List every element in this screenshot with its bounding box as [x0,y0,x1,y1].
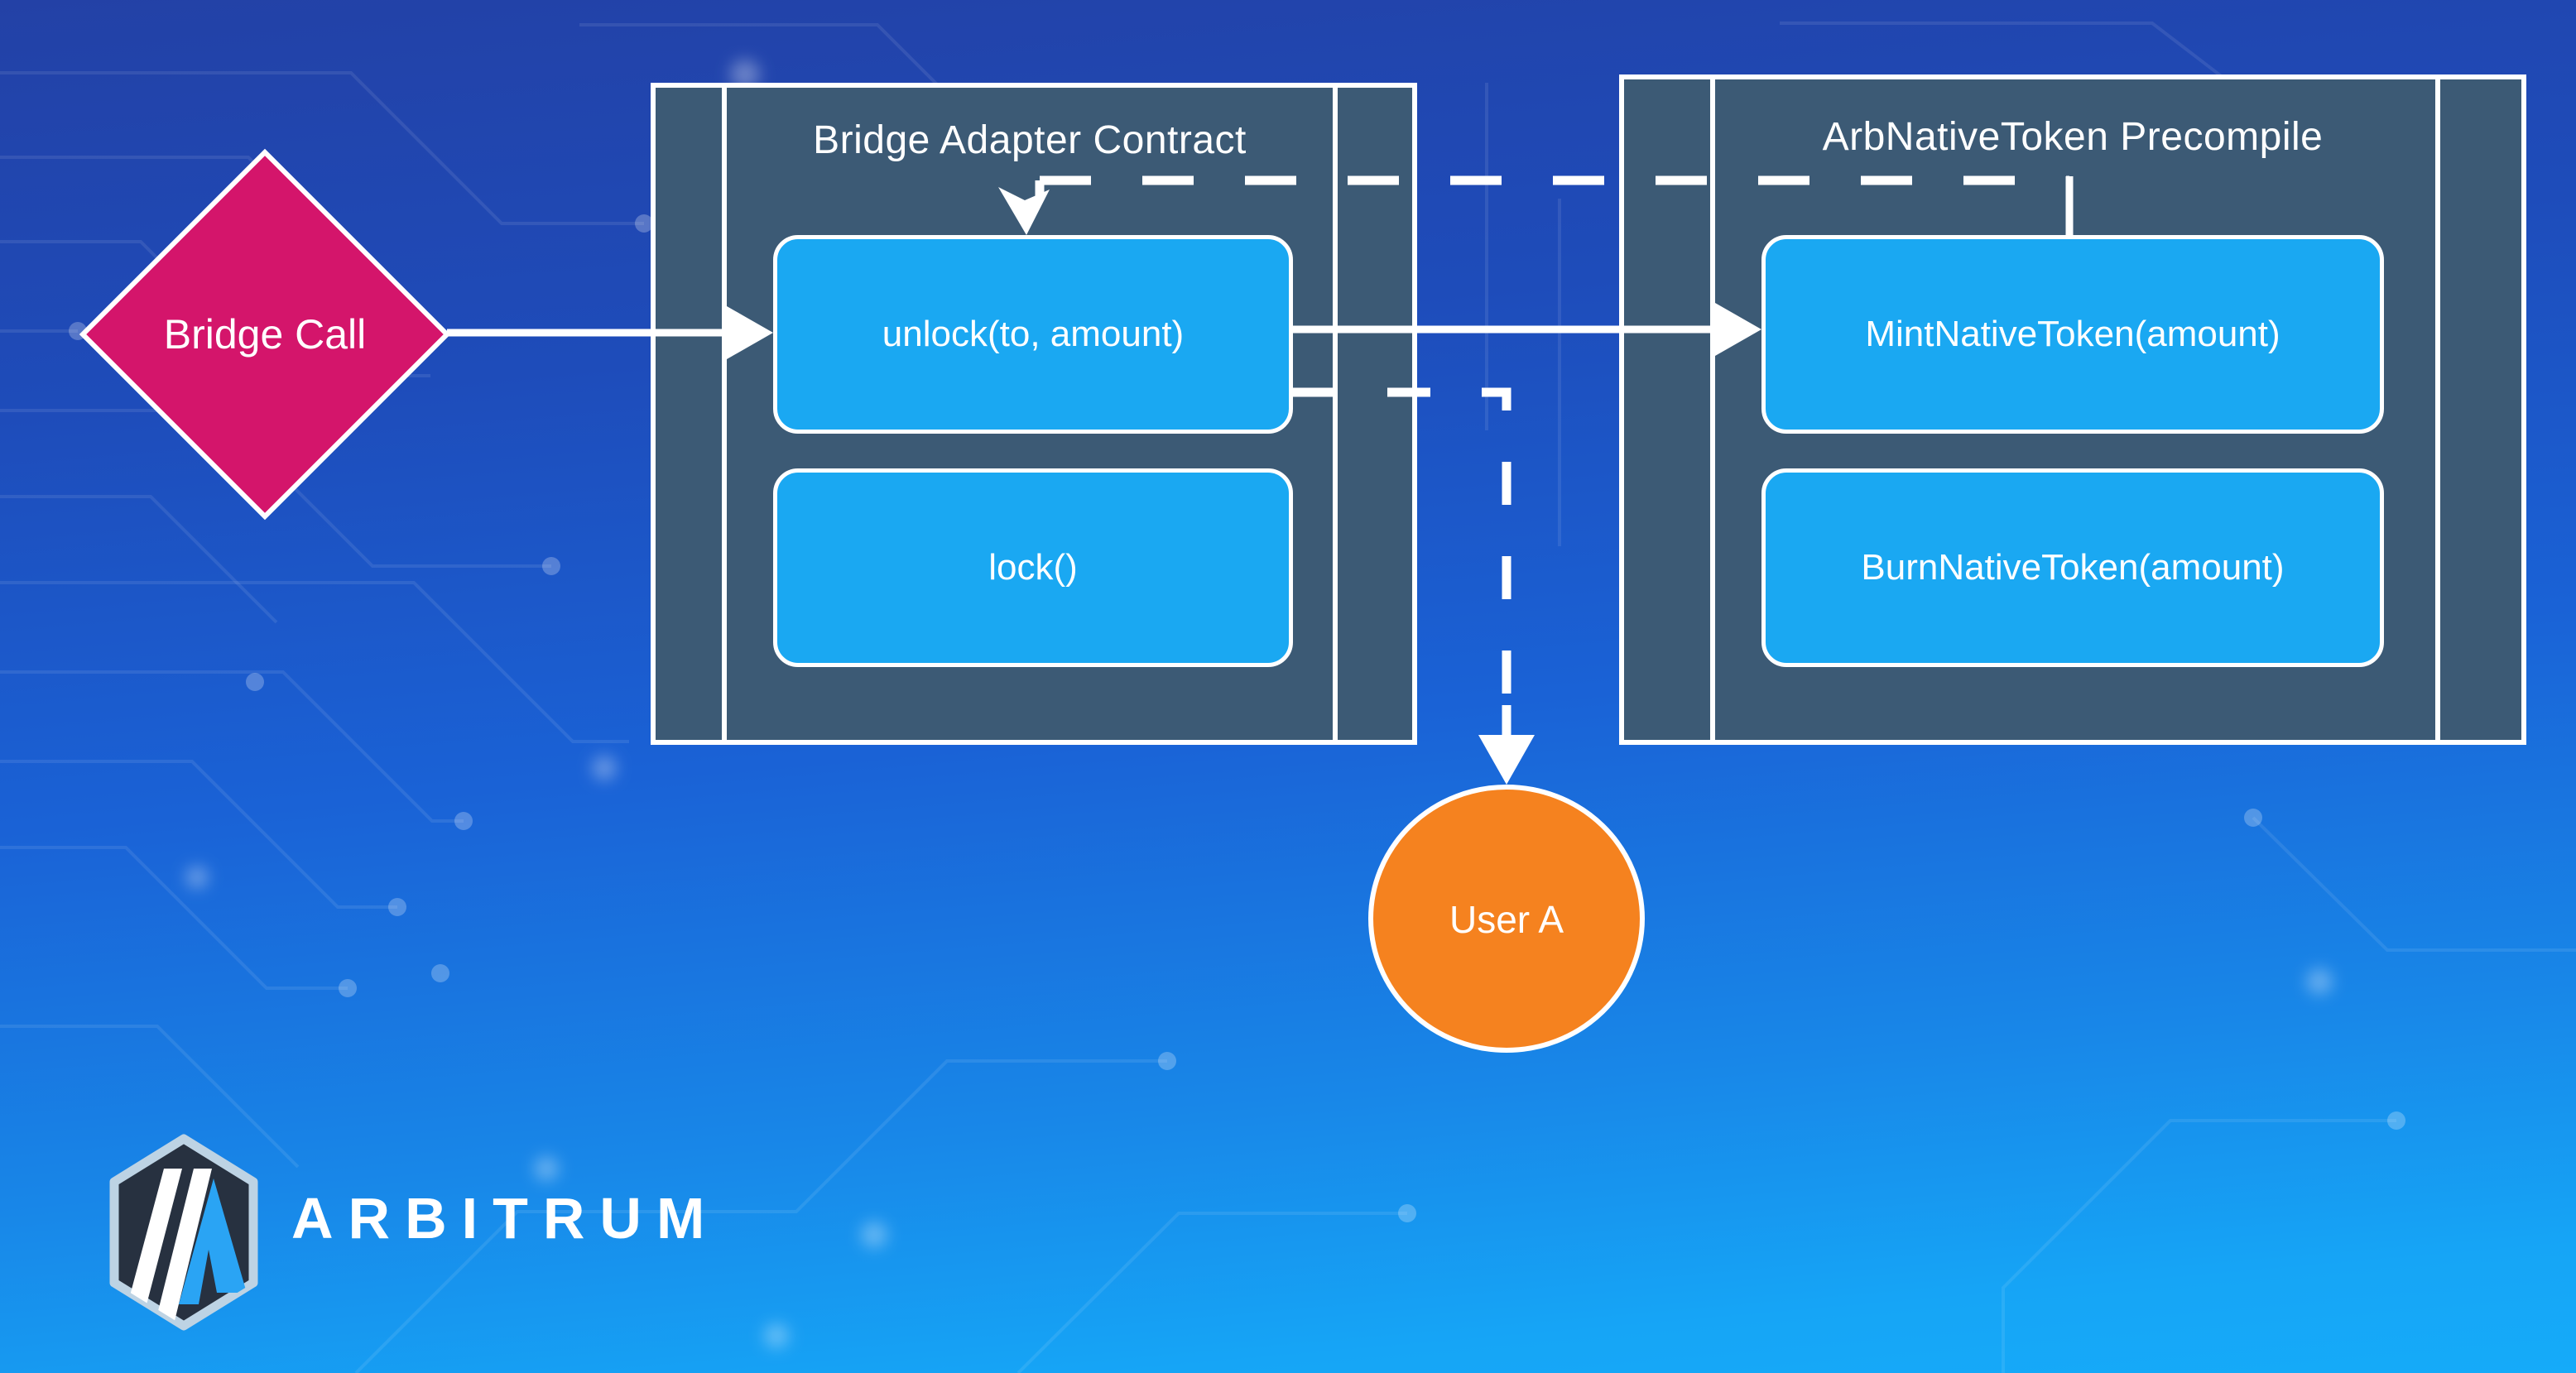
bridge-adapter-title: Bridge Adapter Contract [813,118,1247,162]
bridge-call-diamond [79,148,451,521]
unlock-function-label: unlock(to, amount) [882,314,1185,354]
unlock-function-box: unlock(to, amount) [773,235,1293,434]
user-node: User A [1368,785,1645,1053]
arbitrum-wordmark: ARBITRUM [291,1186,720,1251]
bridge-call-label: Bridge Call [164,311,367,358]
mint-function-label: MintNativeToken(amount) [1865,314,2280,354]
logo-blue-mark [179,1179,247,1304]
bridge-call-node: Bridge Call [79,148,451,521]
logo-white-slash-1 [126,1169,182,1314]
precompile-right-lane-divider [2435,74,2440,745]
adapter-right-lane-divider [1333,83,1338,745]
arbitrum-hexagon-icon [109,1134,258,1331]
precompile-left-lane-divider [1710,74,1715,745]
logo-white-slash-2 [156,1169,212,1324]
lock-function-box: lock() [773,468,1293,667]
lock-function-label: lock() [988,547,1078,588]
logo-marks [126,1169,247,1324]
user-circle [1368,785,1645,1053]
mint-function-box: MintNativeToken(amount) [1761,235,2384,434]
adapter-left-lane-divider [722,83,727,745]
user-label: User A [1449,898,1564,941]
burn-function-box: BurnNativeToken(amount) [1761,468,2384,667]
precompile-title: ArbNativeToken Precompile [1822,115,2324,159]
burn-function-label: BurnNativeToken(amount) [1861,547,2285,588]
circuit-nodes [69,214,2405,1222]
